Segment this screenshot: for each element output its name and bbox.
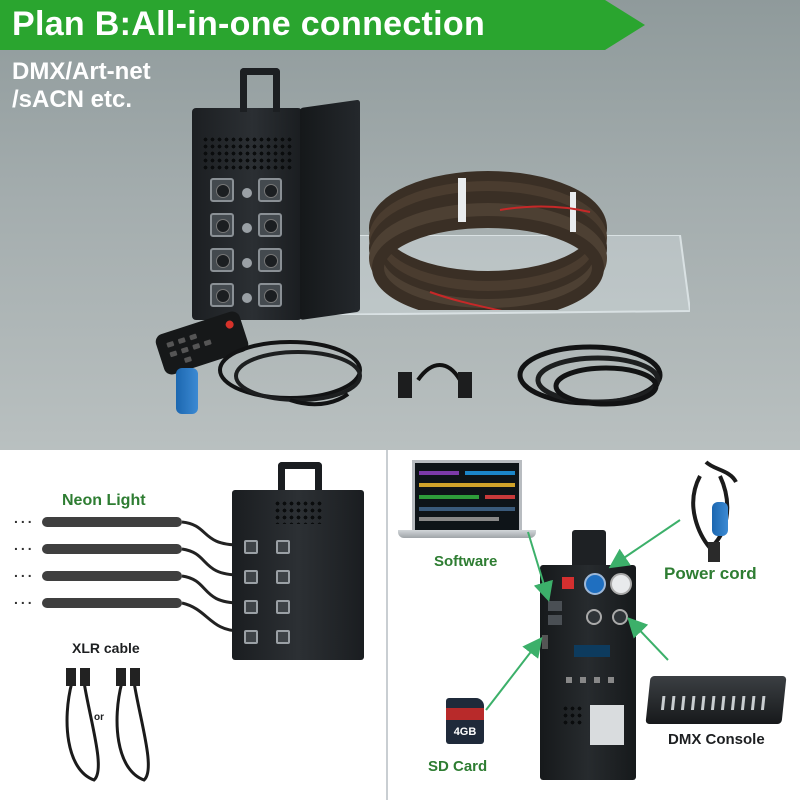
- spec-label-sticker: [590, 705, 624, 745]
- neon-light-label: Neon Light: [62, 492, 146, 509]
- output-port: [276, 630, 290, 644]
- output-port-3: [210, 213, 234, 237]
- fuse-knob: [242, 258, 252, 268]
- panel-divider: [386, 450, 388, 800]
- or-label: or: [94, 712, 104, 723]
- output-port: [244, 570, 258, 584]
- output-port-2: [258, 178, 282, 202]
- page-title: Plan B:All-in-one connection: [12, 5, 486, 43]
- output-port-8: [258, 283, 282, 307]
- ellipsis-2: ...: [14, 537, 35, 553]
- neon-strip-1: [42, 517, 182, 527]
- fan-grill: [562, 705, 584, 727]
- software-label: Software: [434, 553, 498, 570]
- lcd-display: [574, 645, 610, 657]
- fuse-knob: [242, 293, 252, 303]
- output-port-4: [258, 213, 282, 237]
- menu-button: [608, 677, 614, 683]
- banner-arrow-shape: [0, 0, 645, 50]
- laptop-image: [412, 460, 522, 530]
- neon-strip-3: [42, 571, 182, 581]
- dmx-out-port: [612, 609, 628, 625]
- output-port-6: [258, 248, 282, 272]
- output-port-5: [210, 248, 234, 272]
- controller-box-small: [232, 490, 364, 660]
- menu-button: [580, 677, 586, 683]
- fuse-knob: [242, 188, 252, 198]
- ethernet-port: [548, 601, 562, 611]
- carry-handle: [240, 68, 280, 112]
- title-banner: Plan B:All-in-one connection: [0, 0, 645, 50]
- dmx-in-port: [586, 609, 602, 625]
- sd-card-image: 4GB: [446, 698, 484, 744]
- power-out-connector: [610, 573, 632, 595]
- neon-coil-image: [369, 171, 607, 310]
- output-port: [244, 630, 258, 644]
- ethernet-port: [548, 615, 562, 625]
- output-port-7: [210, 283, 234, 307]
- vent-grill: [274, 500, 322, 524]
- power-cord-image: [691, 460, 738, 562]
- power-switch: [562, 577, 574, 589]
- output-port: [276, 540, 290, 554]
- fuse-knob: [242, 223, 252, 233]
- protocol-line-2: /sACN etc.: [12, 86, 133, 113]
- menu-button: [566, 677, 572, 683]
- power-in-connector: [584, 573, 606, 595]
- neon-strip-4: [42, 598, 182, 608]
- cables-image: [218, 340, 663, 407]
- controller-side-panel: [300, 99, 360, 320]
- laptop-base: [398, 530, 536, 538]
- powercon-plug: [712, 502, 728, 536]
- controller-handle: [572, 530, 606, 570]
- ellipsis-1: ...: [14, 510, 35, 526]
- ellipsis-4: ...: [14, 591, 35, 607]
- sd-capacity-text: 4GB: [453, 726, 477, 738]
- controller-back-panel: [540, 565, 636, 780]
- output-port: [244, 600, 258, 614]
- sd-card-slot: [542, 635, 548, 649]
- dmx-console-image: [645, 676, 787, 724]
- xlr-cable-label: XLR cable: [72, 640, 140, 656]
- power-cord-label: Power cord: [664, 564, 757, 583]
- output-port: [276, 570, 290, 584]
- vent-grill: [202, 136, 292, 170]
- controller-box: [192, 99, 360, 320]
- xlr-cable-image: [65, 668, 150, 782]
- neon-strip-2: [42, 544, 182, 554]
- top-photo-panel: Plan B:All-in-one connection DMX/Art-net…: [0, 0, 800, 450]
- output-port-1: [210, 178, 234, 202]
- protocol-label: DMX/Art-net /sACN etc.: [12, 58, 151, 114]
- dmx-console-label: DMX Console: [668, 731, 765, 748]
- output-port: [244, 540, 258, 554]
- ellipsis-3: ...: [14, 564, 35, 580]
- small-controller-handle: [278, 462, 322, 494]
- powercon-plug: [176, 368, 198, 414]
- output-port: [276, 600, 290, 614]
- sd-card-label: SD Card: [428, 758, 488, 775]
- protocol-line-1: DMX/Art-net: [12, 58, 151, 85]
- menu-button: [594, 677, 600, 683]
